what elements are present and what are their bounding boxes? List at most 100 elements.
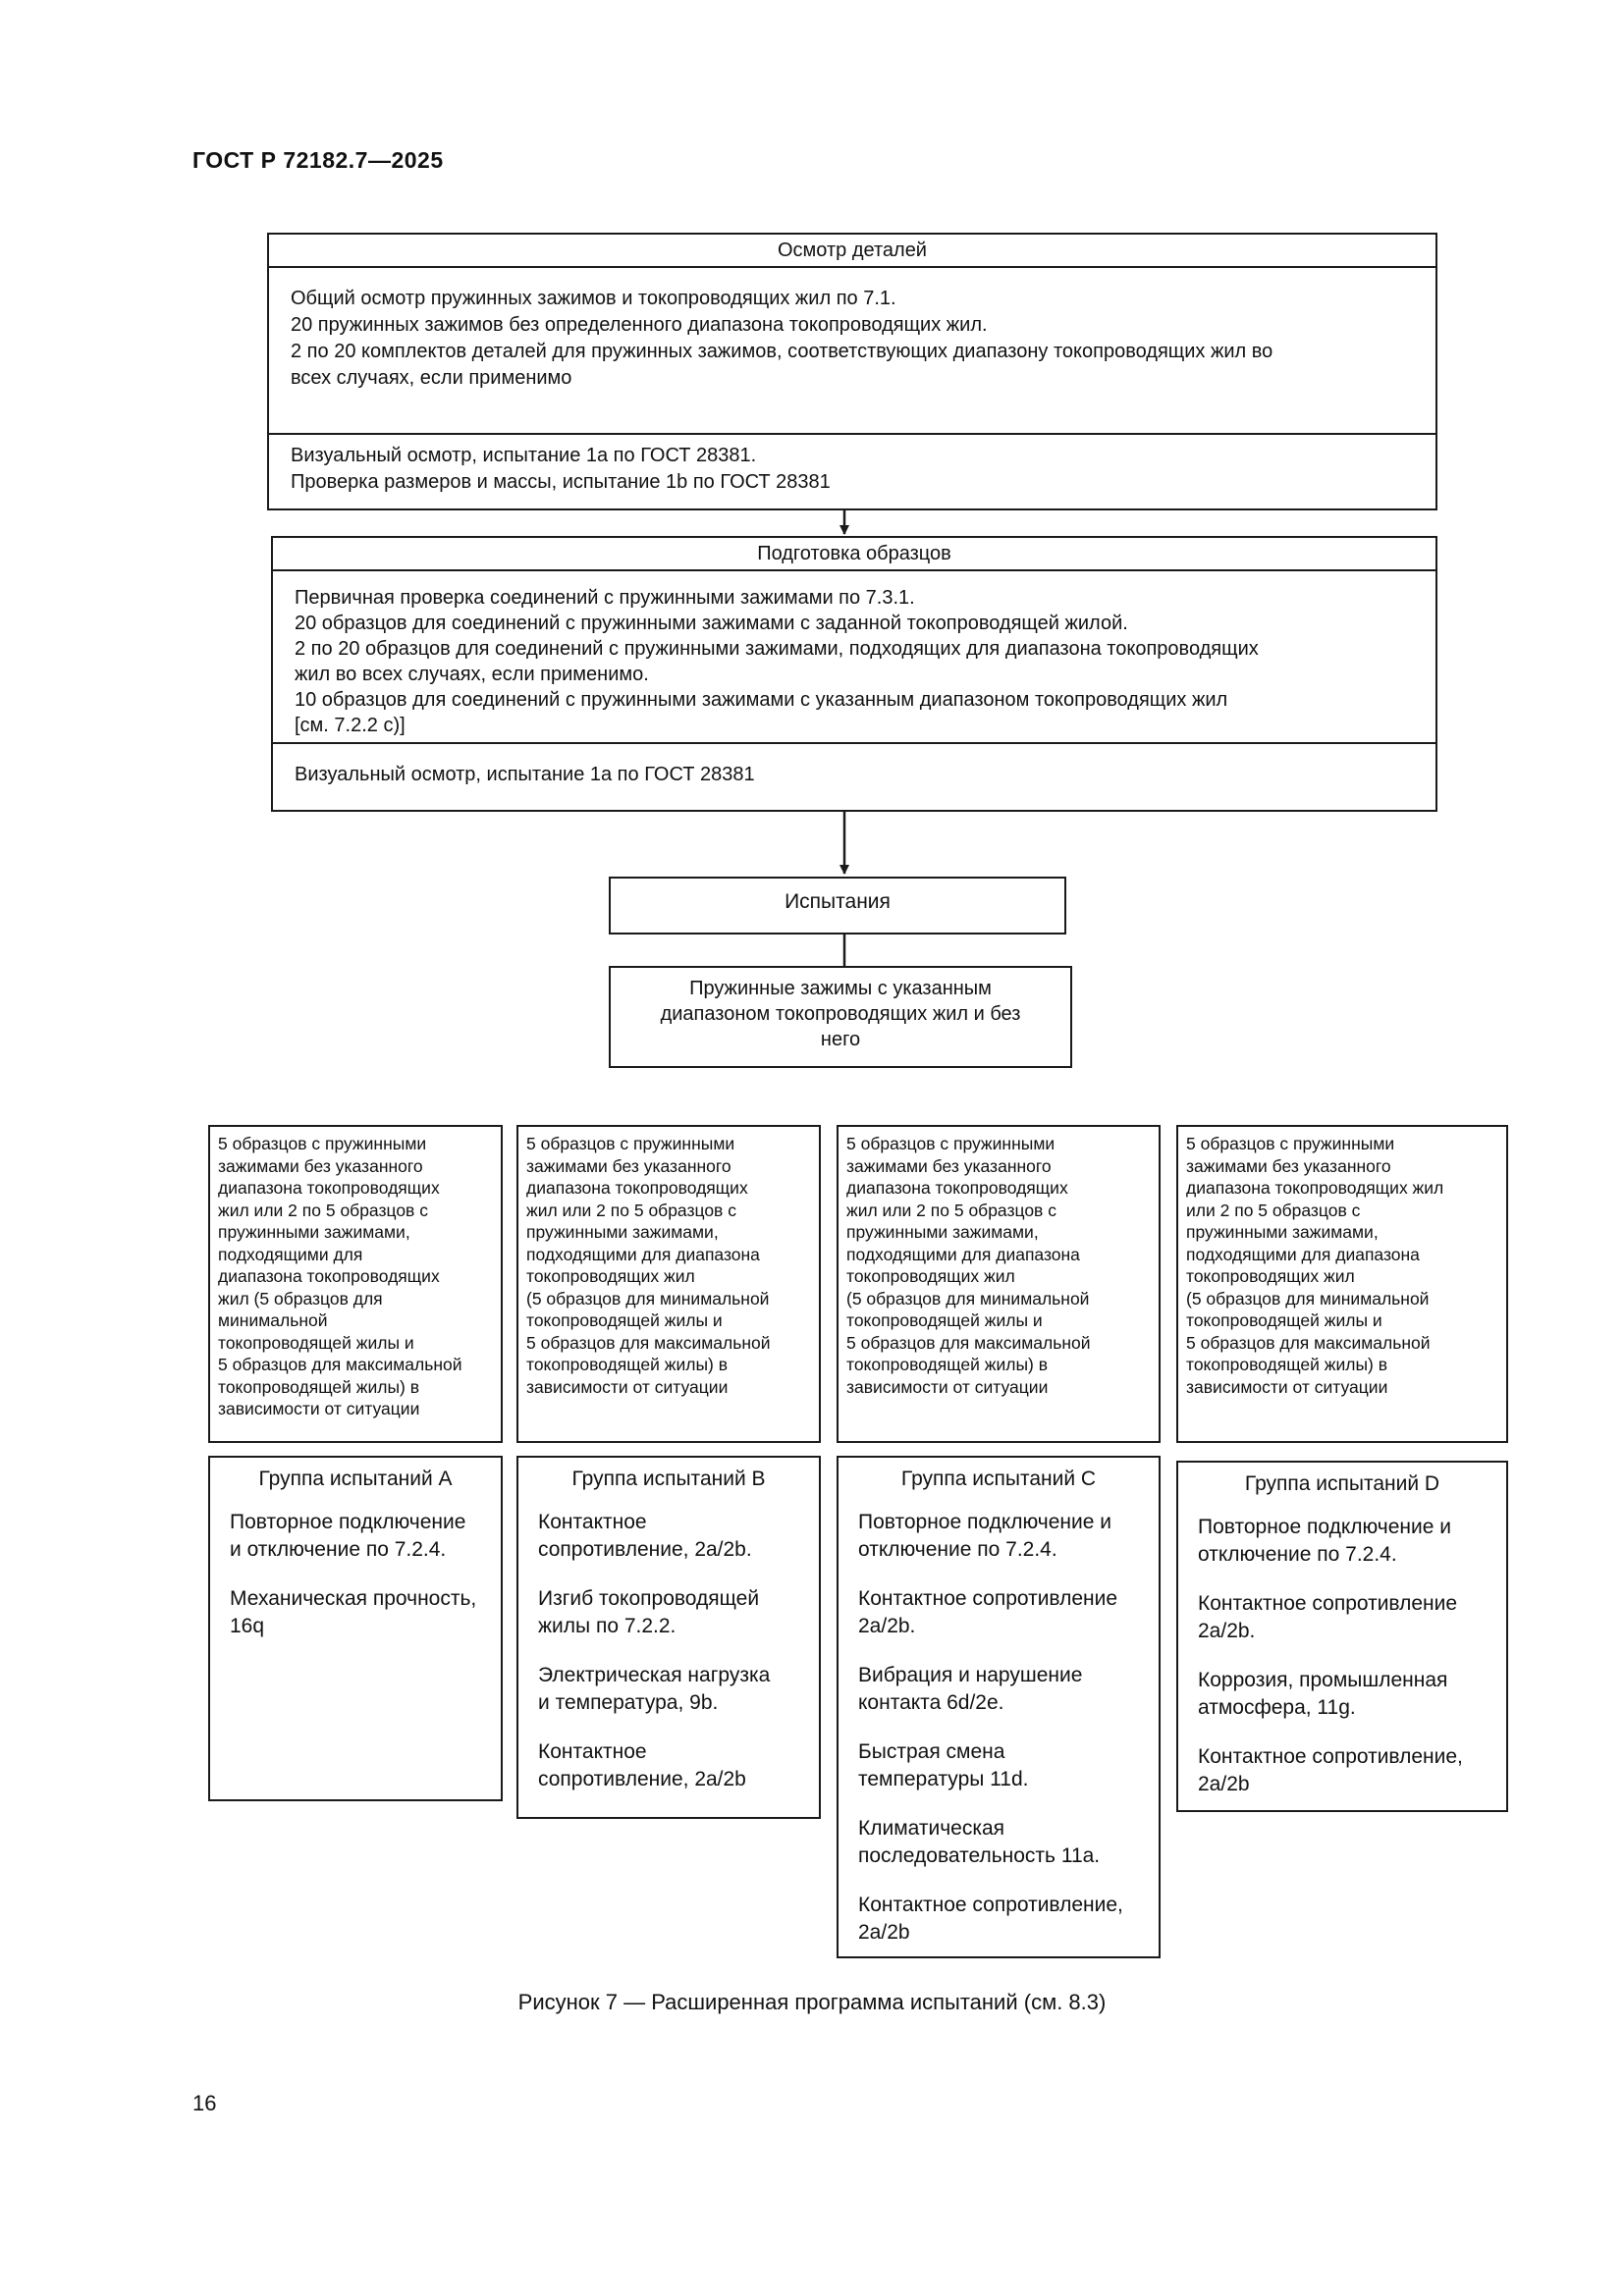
inspection-title: Осмотр деталей [269,235,1435,268]
test-group-item: Повторное подключение и отключение по 7.… [230,1509,481,1564]
test-item-line: Контактное сопротивление, [858,1894,1123,1916]
samples-line: жил (5 образцов для [218,1288,383,1308]
samples-line: зависимости от ситуации [218,1399,420,1418]
test-item-line: контакта 6d/2e. [858,1691,1004,1714]
test-group-item: Повторное подключение и отключение по 7.… [1198,1514,1487,1569]
preparation-title: Подготовка образцов [273,538,1435,571]
samples-line: диапазона токопроводящих [218,1266,440,1286]
test-group-item: Электрическая нагрузка и температура, 9b… [538,1662,799,1717]
inspection-check: Проверка размеров и массы, испытание 1b … [291,471,831,493]
test-group-item: Контактное сопротивление, 2a/2b. [538,1509,799,1564]
samples-line: диапазона токопроводящих жил [1186,1178,1444,1198]
test-item-line: сопротивление, 2a/2b. [538,1538,752,1561]
samples-line: минимальной [218,1310,328,1330]
test-group-item: Контактное сопротивление, 2a/2b [858,1892,1139,1947]
samples-line: подходящими для диапазона [526,1244,760,1264]
test-item-line: Контактное [538,1511,647,1533]
test-item-line: и температура, 9b. [538,1691,719,1714]
inspection-check: Визуальный осмотр, испытание 1a по ГОСТ … [291,445,757,466]
samples-line: токопроводящей жилы) в [846,1355,1049,1374]
samples-line: токопроводящей жилы) в [1186,1355,1388,1374]
tests-box: Испытания [609,877,1066,934]
samples-box-b: 5 образцов с пружинными зажимами без ука… [516,1125,821,1443]
inspection-line: 20 пружинных зажимов без определенного д… [291,314,988,336]
preparation-description: Первичная проверка соединений с пружинны… [273,571,1435,744]
samples-line: 5 образцов для максимальной [218,1355,462,1374]
samples-line: 5 образцов с пружинными [526,1134,735,1153]
preparation-check: Визуальный осмотр, испытание 1a по ГОСТ … [295,764,755,785]
samples-line: подходящими для диапазона [1186,1244,1420,1264]
samples-box-c: 5 образцов с пружинными зажимами без ука… [837,1125,1161,1443]
test-item-line: Коррозия, промышленная [1198,1669,1448,1691]
page-number: 16 [192,2091,217,2115]
test-group-item: Механическая прочность, 16q [230,1585,481,1640]
figure-caption: Рисунок 7 — Расширенная программа испыта… [517,1990,1107,2014]
samples-line: пружинными зажимами, [846,1222,1039,1242]
test-group-item: Контактное сопротивление 2a/2b. [858,1585,1139,1640]
samples-line: подходящими для диапазона [846,1244,1080,1264]
test-item-line: Механическая прочность, [230,1587,477,1610]
test-item-line: Повторное подключение и [858,1511,1111,1533]
test-item-line: Повторное подключение [230,1511,466,1533]
test-group-d: Группа испытаний D Повторное подключение… [1176,1461,1508,1812]
test-item-line: температуры 11d. [858,1768,1029,1790]
test-item-line: Климатическая [858,1817,1005,1840]
test-group-item: Коррозия, промышленная атмосфера, 11g. [1198,1667,1487,1722]
test-item-line: 2a/2b. [1198,1620,1256,1642]
samples-line: токопроводящей жилы и [218,1332,414,1353]
samples-line: 5 образцов с пружинными [1186,1134,1395,1153]
samples-line: 5 образцов с пружинными [846,1134,1056,1153]
samples-line: подходящими для [218,1244,363,1264]
test-group-item: Вибрация и нарушение контакта 6d/2e. [858,1662,1139,1717]
test-item-line: и отключение по 7.2.4. [230,1538,447,1561]
test-group-item: Изгиб токопроводящей жилы по 7.2.2. [538,1585,799,1640]
test-item-line: 2a/2b [1198,1773,1250,1795]
test-item-line: Быстрая смена [858,1740,1005,1763]
samples-box-a: 5 образцов с пружинными зажимами без ука… [208,1125,503,1443]
test-item-line: 16q [230,1615,265,1637]
test-group-b: Группа испытаний В Контактное сопротивле… [516,1456,821,1819]
test-group-item: Быстрая смена температуры 11d. [858,1738,1139,1793]
clamps-line: диапазоном токопроводящих жил и без [660,1003,1021,1025]
preparation-line: 10 образцов для соединений с пружинными … [295,689,1228,711]
inspection-checks: Визуальный осмотр, испытание 1a по ГОСТ … [269,435,1435,504]
preparation-line: Первичная проверка соединений с пружинны… [295,587,915,609]
samples-line: зависимости от ситуации [846,1376,1049,1397]
samples-line: 5 образцов для максимальной [526,1332,771,1353]
inspection-line: всех случаях, если применимо [291,367,572,389]
test-group-c: Группа испытаний С Повторное подключение… [837,1456,1161,1958]
samples-line: токопроводящей жилы и [846,1310,1043,1330]
test-group-title: Группа испытаний В [571,1468,766,1490]
samples-line: зажимами без указанного [1186,1155,1391,1176]
test-item-line: отключение по 7.2.4. [858,1538,1057,1561]
test-item-line: жилы по 7.2.2. [538,1615,677,1637]
preparation-line: 2 по 20 образцов для соединений с пружин… [295,638,1259,660]
test-item-line: сопротивление, 2a/2b [538,1768,746,1790]
inspection-description: Общий осмотр пружинных зажимов и токопро… [269,268,1435,435]
test-item-line: Повторное подключение и [1198,1516,1451,1538]
samples-line: (5 образцов для минимальной [1186,1288,1430,1308]
samples-line: жил или 2 по 5 образцов с [218,1200,428,1220]
test-item-line: Контактное сопротивление [858,1587,1118,1610]
samples-line: 5 образцов с пружинными [218,1134,427,1153]
samples-line: (5 образцов для минимальной [846,1288,1090,1308]
test-item-line: Контактное [538,1740,647,1763]
document-id: ГОСТ Р 72182.7—2025 [192,147,444,173]
samples-line: 5 образцов для максимальной [1186,1332,1431,1353]
samples-line: диапазона токопроводящих [218,1178,440,1198]
samples-line: диапазона токопроводящих [526,1178,748,1198]
test-item-line: 2a/2b. [858,1615,916,1637]
test-group-title: Группа испытаний С [900,1468,1097,1490]
test-group-item: Контактное сопротивление, 2a/2b [1198,1743,1487,1798]
test-group-a: Группа испытаний А Повторное подключение… [208,1456,503,1801]
samples-line: зажимами без указанного [218,1155,423,1176]
preparation-line: 20 образцов для соединений с пружинными … [295,613,1128,634]
samples-line: зажимами без указанного [846,1155,1052,1176]
samples-line: токопроводящих жил [1186,1266,1355,1286]
test-item-line: отключение по 7.2.4. [1198,1543,1397,1566]
inspection-line: Общий осмотр пружинных зажимов и токопро… [291,288,896,309]
samples-line: токопроводящей жилы и [1186,1310,1382,1330]
test-item-line: Контактное сопротивление [1198,1592,1458,1615]
test-item-line: Изгиб токопроводящей [538,1587,760,1610]
